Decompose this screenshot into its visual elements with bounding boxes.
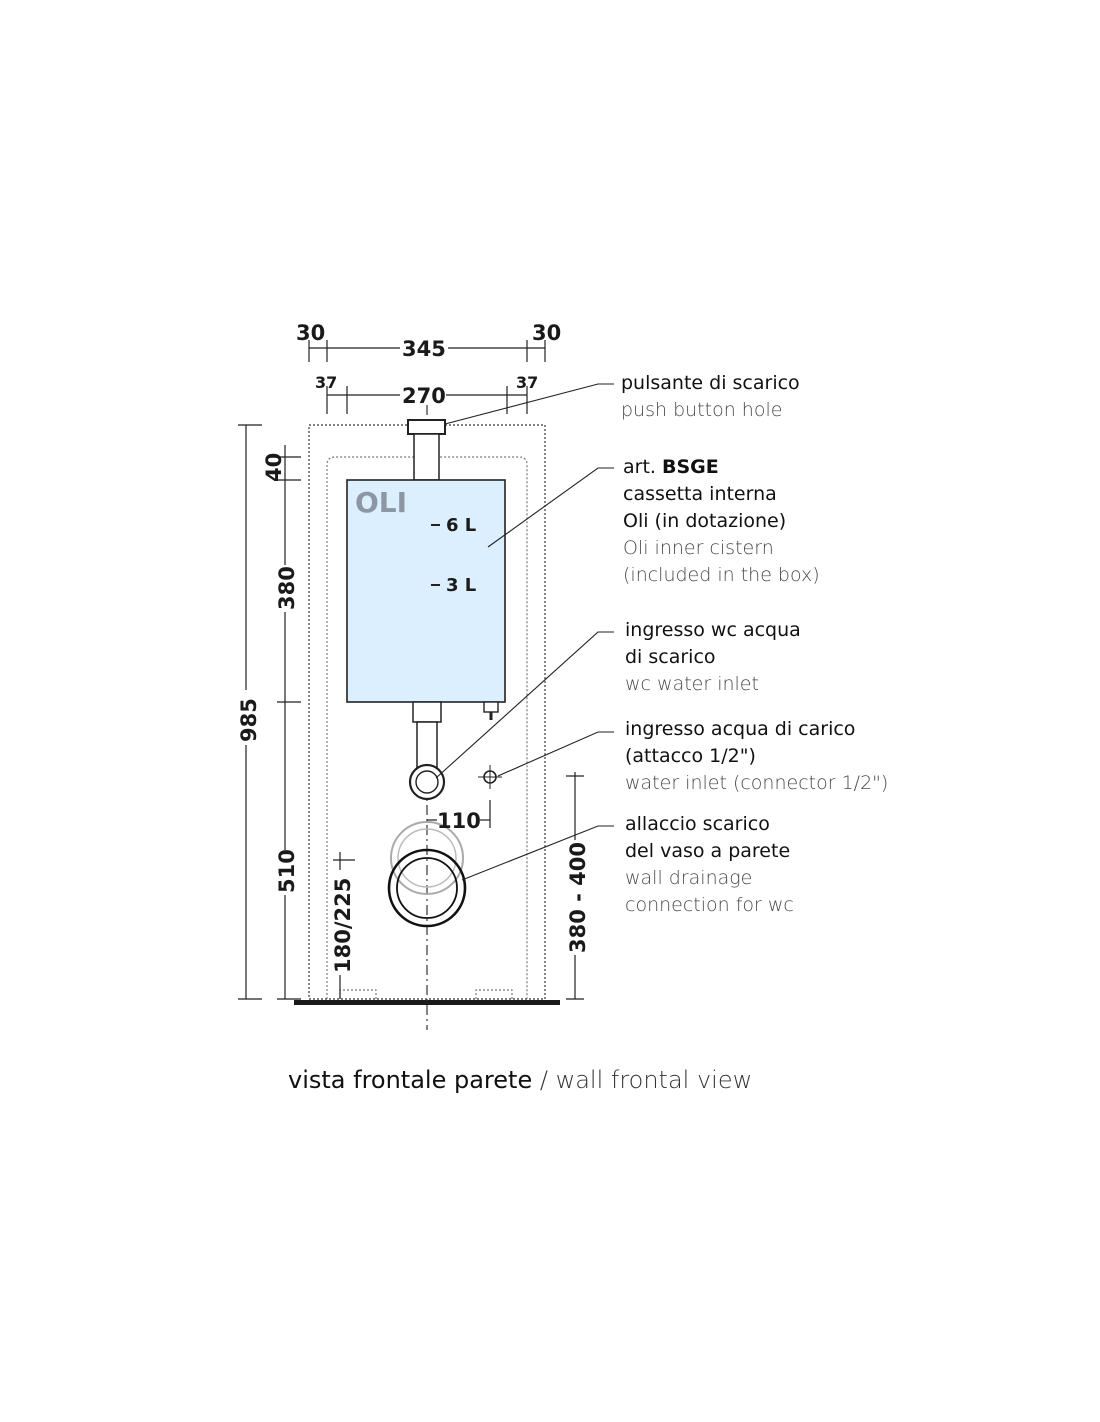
- water-inlet-label-en: water inlet (connector 1/2"): [625, 772, 889, 794]
- level-3-label: 3 L: [446, 575, 476, 596]
- dim-30-right: 30: [532, 321, 561, 345]
- dim-985: 985: [237, 698, 261, 742]
- dim-110: 110: [437, 809, 481, 833]
- level-6-label: 6 L: [446, 515, 476, 536]
- push-button-label-it: pulsante di scarico: [621, 372, 800, 394]
- dim-110-line: [427, 800, 491, 828]
- cistern-tank: [346, 479, 506, 703]
- upper-pipe: [413, 433, 440, 481]
- dim-180-225: 180/225: [331, 878, 355, 973]
- caption-en: wall frontal view: [555, 1066, 753, 1094]
- dim-345-row: [308, 340, 546, 362]
- leader-lines: [435, 383, 614, 881]
- push-button: [407, 419, 446, 435]
- frame-foot-left: [339, 989, 377, 999]
- dim-270-row: [326, 386, 528, 414]
- wc-inlet-ring-inner: [415, 770, 439, 794]
- flush-pipe: [416, 721, 438, 771]
- cistern-label-en1: Oli inner cistern: [623, 537, 774, 559]
- callout-cistern: art. BSGE cassetta interna Oli (in dotaz…: [623, 454, 820, 589]
- cistern-label-line3: Oli (in dotazione): [623, 510, 787, 532]
- wc-inlet-label-line1: ingresso wc acqua: [625, 619, 801, 641]
- tank-fitting: [483, 701, 499, 713]
- callout-water-inlet: ingresso acqua di carico (attacco 1/2") …: [625, 716, 888, 797]
- frame-foot-right: [475, 989, 513, 999]
- cistern-label-line2: cassetta interna: [623, 483, 777, 505]
- dim-380-400-line: [566, 772, 584, 1000]
- wc-inlet-label-en: wc water inlet: [625, 673, 759, 695]
- cistern-code: BSGE: [661, 456, 719, 478]
- drain-outer: [387, 848, 467, 928]
- inner-frame: [326, 456, 528, 999]
- drain-inner: [396, 857, 458, 919]
- cistern-prefix: art.: [623, 456, 662, 478]
- dim-270: 270: [402, 384, 446, 408]
- dim-985-line: [238, 424, 262, 1000]
- wc-inlet-label-line2: di scarico: [625, 646, 716, 668]
- push-button-label-en: push button hole: [621, 399, 783, 421]
- dim-40: 40: [262, 453, 286, 482]
- drainage-label-line1: allaccio scarico: [625, 813, 770, 835]
- floor-line: [294, 1000, 560, 1005]
- drainage-label-line2: del vaso a parete: [625, 840, 791, 862]
- cistern-label-en2: (included in the box): [623, 564, 820, 586]
- callout-wc-inlet: ingresso wc acqua di scarico wc water in…: [625, 617, 801, 698]
- callout-push-button: pulsante di scarico push button hole: [621, 370, 800, 424]
- drainage-label-en1: wall drainage: [625, 867, 753, 889]
- dim-345: 345: [402, 337, 446, 361]
- flush-pipe-collar: [412, 701, 442, 723]
- caption-separator: /: [532, 1066, 556, 1094]
- dim-380-400: 380 - 400: [566, 842, 590, 953]
- drawing-caption: vista frontale parete / wall frontal vie…: [288, 1066, 752, 1094]
- dim-37-left: 37: [315, 373, 337, 392]
- water-inlet-label-line2: (attacco 1/2"): [625, 745, 756, 767]
- callout-drainage: allaccio scarico del vaso a parete wall …: [625, 811, 794, 919]
- tank-logo: OLI: [355, 486, 407, 519]
- dim-37-right: 37: [516, 373, 538, 392]
- dim-510: 510: [275, 849, 299, 893]
- dim-180-225-line: [333, 852, 355, 999]
- dim-left-chain: [277, 445, 301, 1000]
- dim-30-left: 30: [296, 321, 325, 345]
- water-inlet-label-line1: ingresso acqua di carico: [625, 718, 856, 740]
- caption-it: vista frontale parete: [288, 1066, 533, 1094]
- drainage-label-en2: connection for wc: [625, 894, 794, 916]
- dim-380-left: 380: [275, 566, 299, 610]
- drain-ghost-inner: [397, 828, 457, 888]
- drain-ghost-outer: [390, 821, 464, 895]
- cistern-label-line1: art. BSGE: [623, 454, 820, 481]
